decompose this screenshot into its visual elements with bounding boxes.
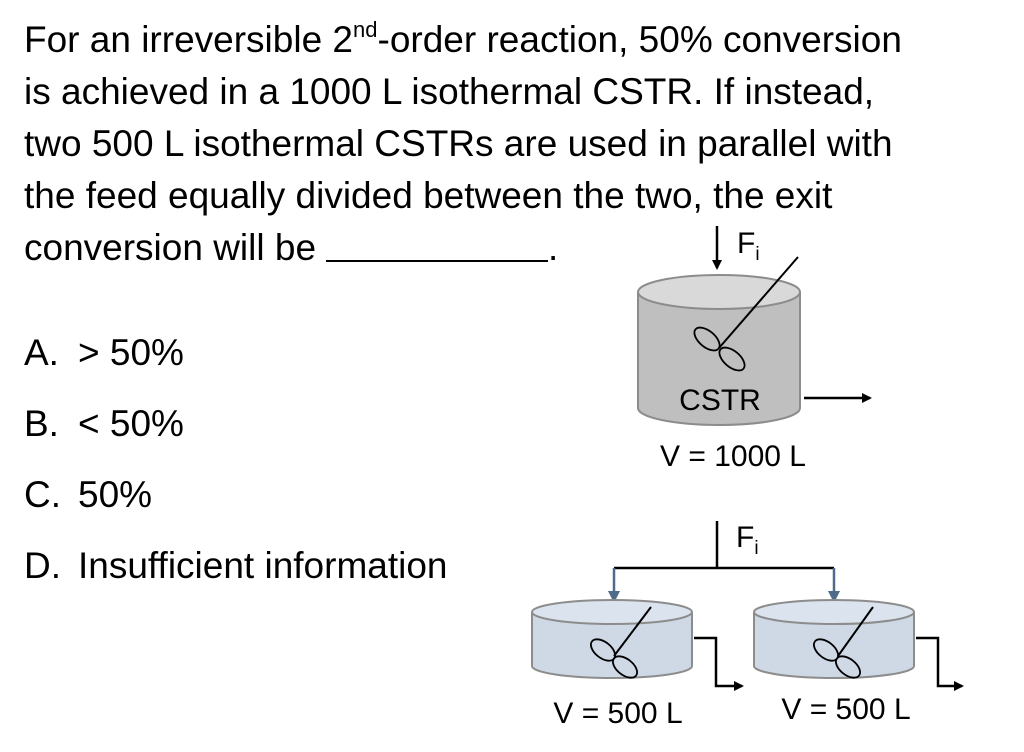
small-tank-top xyxy=(753,599,915,625)
stirrer-blade xyxy=(612,655,638,679)
small-tank-body xyxy=(753,612,915,679)
question-period: . xyxy=(548,227,559,268)
large-tank-top xyxy=(637,274,801,310)
exit-arrow-right xyxy=(916,636,964,691)
option-d-letter: D. xyxy=(24,545,61,586)
small-tank-body xyxy=(531,612,693,679)
stirrer-blade xyxy=(835,655,861,679)
feed-label-top: Fi xyxy=(737,227,760,265)
large-tank-body xyxy=(637,292,801,426)
cstr-label: CSTR xyxy=(679,384,761,417)
question-line-2: is achieved in a 1000 L isothermal CSTR.… xyxy=(24,71,875,112)
question-line-1-start: For an irreversible 2 xyxy=(24,19,354,60)
stirrer-shaft xyxy=(718,256,799,349)
option-c-letter: C. xyxy=(24,474,61,515)
small-tank-right xyxy=(753,599,964,691)
option-b[interactable]: B. < 50% xyxy=(24,402,184,446)
exit-arrow-left xyxy=(694,636,744,691)
question-line-4: the feed equally divided between the two… xyxy=(24,175,833,216)
answer-blank xyxy=(326,232,549,262)
parallel-cstrs: Fi V = 500 L V = 500 L xyxy=(531,521,964,730)
ordinal-superscript: nd xyxy=(353,17,378,42)
feed-label-bottom: Fi xyxy=(736,521,759,559)
question-text: For an irreversible 2nd-order reaction, … xyxy=(24,14,1014,274)
question-line-3: two 500 L isothermal CSTRs are used in p… xyxy=(24,123,893,164)
option-c[interactable]: C. 50% xyxy=(24,473,152,517)
question-line-5-text: conversion will be xyxy=(24,227,317,268)
small-tank-top xyxy=(531,599,693,625)
stirrer-shaft xyxy=(837,606,874,657)
question-line-5: conversion will be. xyxy=(24,222,1014,274)
option-a-text: > 50% xyxy=(78,332,184,373)
small-tank-left xyxy=(531,599,744,691)
option-d-text: Insufficient information xyxy=(78,545,448,586)
option-a-letter: A. xyxy=(24,332,59,373)
small-tank-left-volume: V = 500 L xyxy=(553,697,682,730)
stirrer-shaft xyxy=(613,606,652,657)
option-d[interactable]: D. Insufficient information xyxy=(24,544,448,588)
option-b-letter: B. xyxy=(24,403,59,444)
large-tank-stirrer xyxy=(693,256,799,372)
option-a[interactable]: A. > 50% xyxy=(24,331,184,375)
stirrer-blade xyxy=(718,346,746,372)
large-tank-volume: V = 1000 L xyxy=(660,440,806,473)
stirrer-blade xyxy=(693,326,721,352)
single-cstr: Fi CSTR V = 1000 L xyxy=(637,226,872,473)
question-line-1: For an irreversible 2nd-order reaction, … xyxy=(24,14,1014,66)
question-line-1-end: -order reaction, 50% conversion xyxy=(377,19,902,60)
option-c-text: 50% xyxy=(78,474,153,515)
option-b-text: < 50% xyxy=(78,403,184,444)
small-tank-right-volume: V = 500 L xyxy=(781,693,910,726)
